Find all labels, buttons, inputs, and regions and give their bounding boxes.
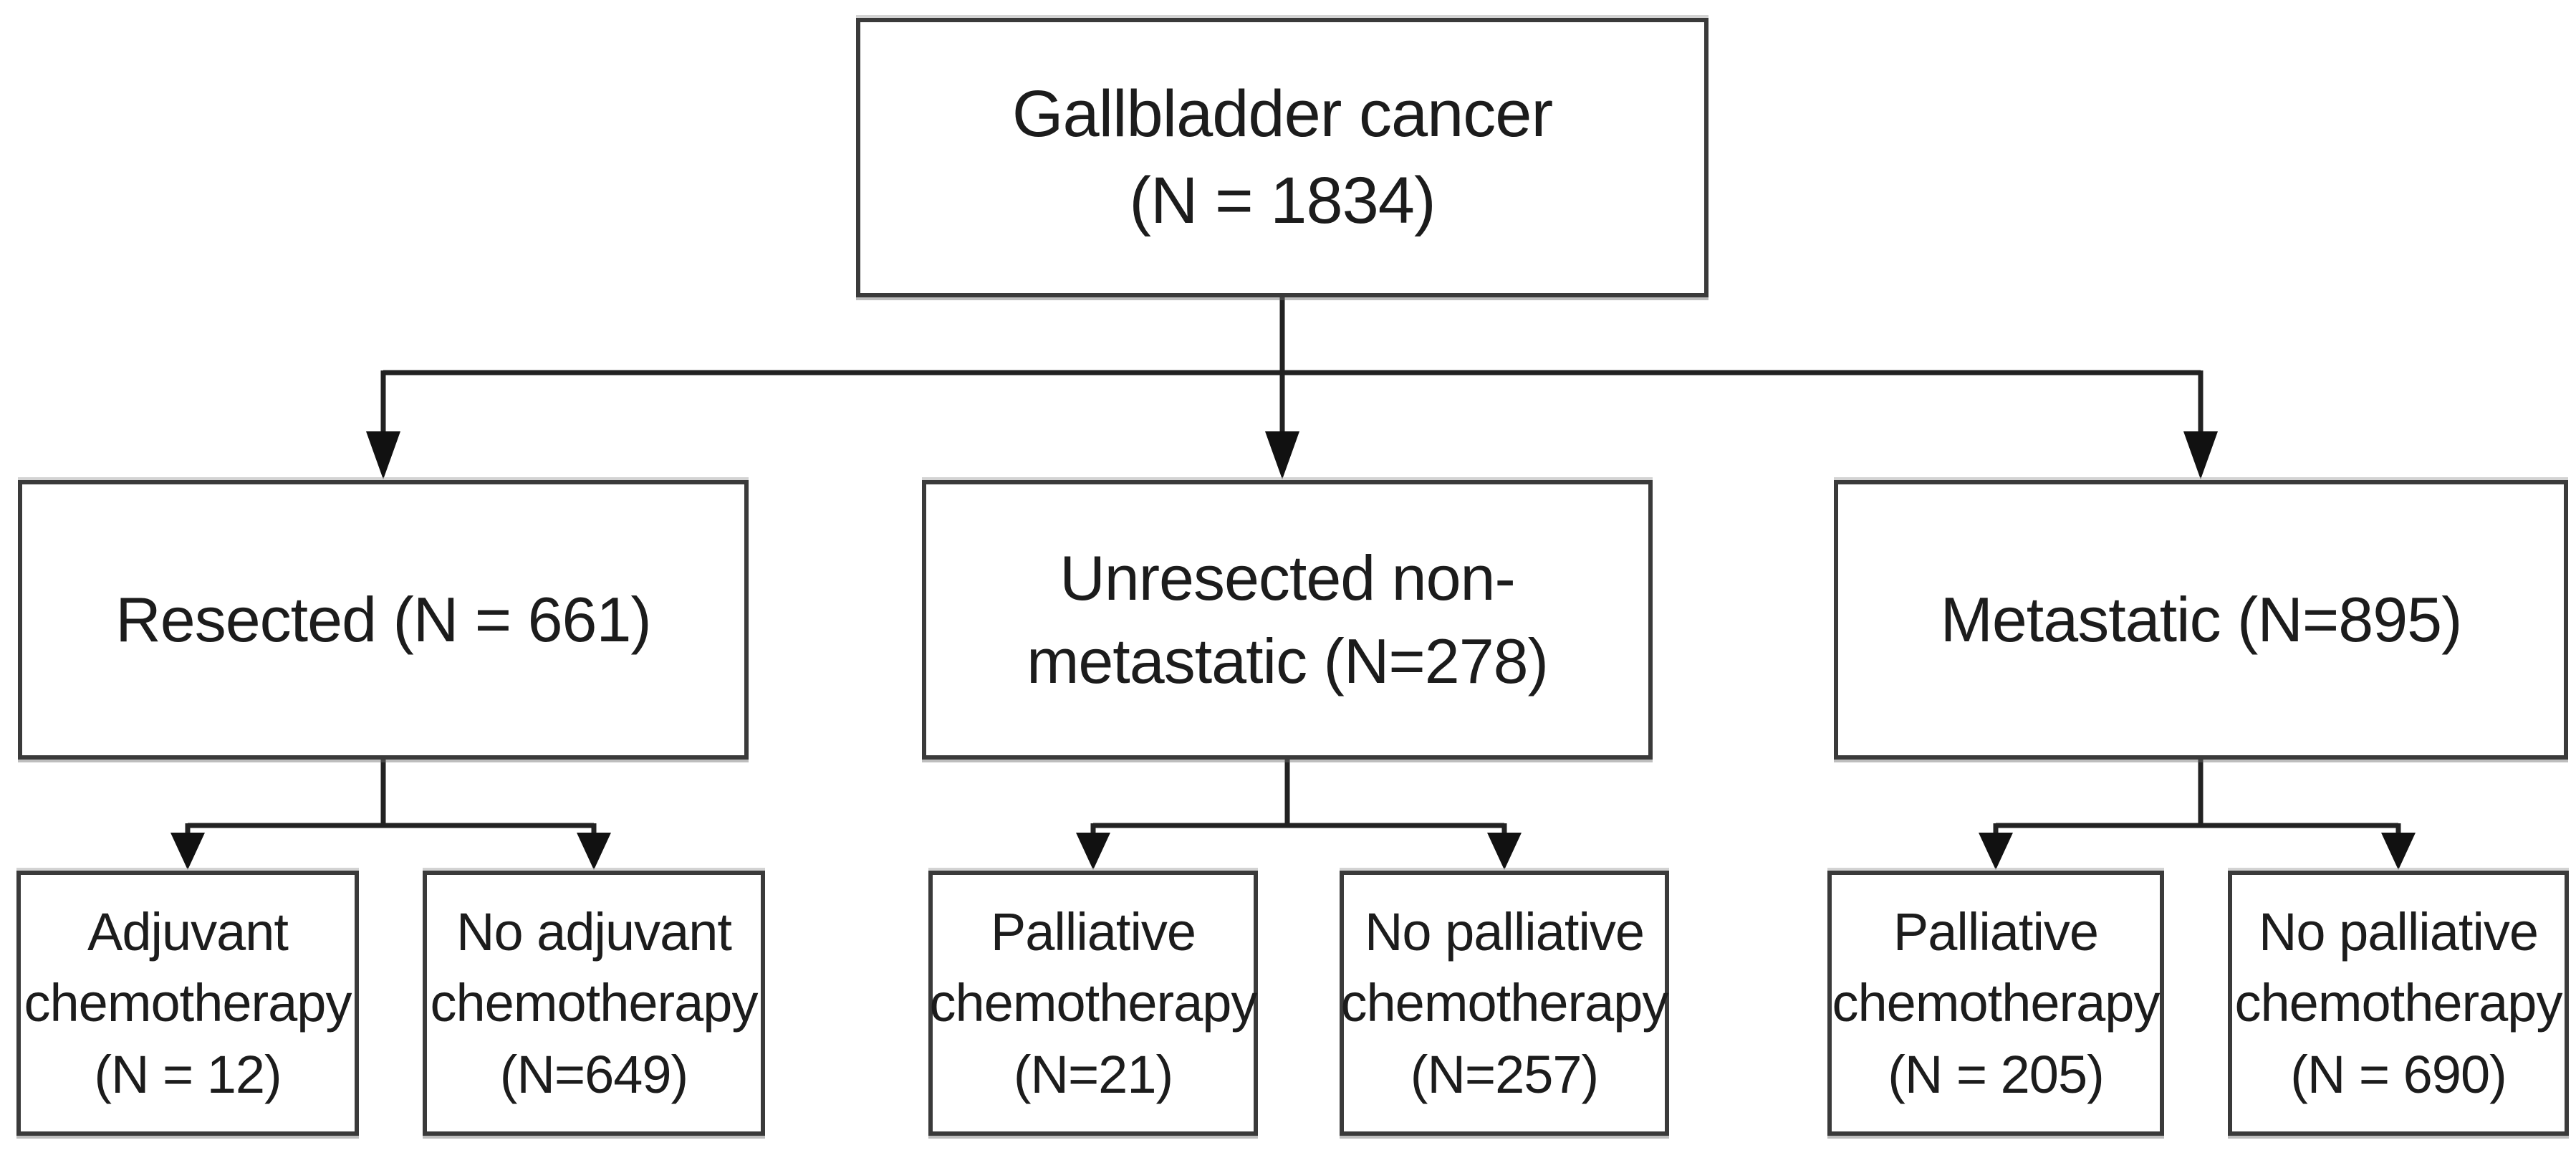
arrowhead-icon [1076, 833, 1110, 870]
arrowhead-icon [1487, 833, 1522, 870]
node-label-line: chemotherapy [929, 973, 1258, 1033]
node-resected: Resected (N = 661) [18, 480, 749, 760]
node-palliative-chemotherapy-unresected: Palliative chemotherapy (N=21) [928, 871, 1258, 1136]
edge-group-metastatic [1979, 760, 2416, 870]
node-n-count: (N=21) [1013, 1044, 1173, 1104]
node-unresected-nonmetastatic: Unresected non- metastatic (N=278) [922, 480, 1653, 760]
node-n-count: (N = 690) [2290, 1044, 2507, 1104]
node-metastatic: Metastatic (N=895) [1834, 480, 2568, 760]
node-label-line: No palliative [1364, 902, 1645, 962]
node-label-line: chemotherapy [430, 973, 759, 1033]
arrowhead-icon [170, 833, 205, 870]
node-label-line: chemotherapy [1340, 973, 1669, 1033]
node-no-palliative-chemotherapy-metastatic: No palliative chemotherapy (N = 690) [2228, 871, 2569, 1136]
node-label-line: No adjuvant [456, 902, 732, 962]
node-label-line: chemotherapy [24, 973, 352, 1033]
edge-group-root [366, 297, 2218, 479]
node-no-adjuvant-chemotherapy: No adjuvant chemotherapy (N=649) [423, 871, 765, 1136]
node-palliative-chemotherapy-metastatic: Palliative chemotherapy (N = 205) [1827, 871, 2164, 1136]
arrowhead-icon [366, 431, 400, 479]
node-label-line: chemotherapy [2234, 973, 2563, 1033]
node-gallbladder-cancer: Gallbladder cancer (N = 1834) [856, 18, 1708, 297]
node-label-line: chemotherapy [1832, 973, 2161, 1033]
node-n-count: (N = 12) [94, 1044, 282, 1104]
node-label-line: Adjuvant [87, 902, 289, 962]
node-label-line: Gallbladder cancer [1011, 77, 1553, 150]
node-adjuvant-chemotherapy: Adjuvant chemotherapy (N = 12) [16, 871, 359, 1136]
node-n-count: (N=649) [499, 1044, 688, 1104]
edge-group-unresected [1076, 760, 1522, 870]
node-label-line: Resected (N = 661) [115, 583, 651, 655]
node-no-palliative-chemotherapy-unresected: No palliative chemotherapy (N=257) [1340, 871, 1669, 1136]
arrowhead-icon [1979, 833, 2013, 870]
node-label-line: Metastatic (N=895) [1940, 583, 2463, 655]
node-label-line: Palliative [1893, 902, 2099, 962]
node-n-count: (N=257) [1410, 1044, 1599, 1104]
node-n-count: (N = 205) [1888, 1044, 2105, 1104]
arrowhead-icon [2381, 833, 2416, 870]
node-label-line: metastatic (N=278) [1027, 626, 1549, 696]
edge-group-resected [170, 760, 611, 870]
node-label-line: No palliative [2258, 902, 2539, 962]
arrowhead-icon [577, 833, 611, 870]
node-label-line: Unresected non- [1059, 542, 1516, 613]
node-label-line: Palliative [990, 902, 1196, 962]
arrowhead-icon [1265, 431, 1299, 479]
node-n-count: (N = 1834) [1129, 164, 1436, 237]
arrowhead-icon [2183, 431, 2218, 479]
